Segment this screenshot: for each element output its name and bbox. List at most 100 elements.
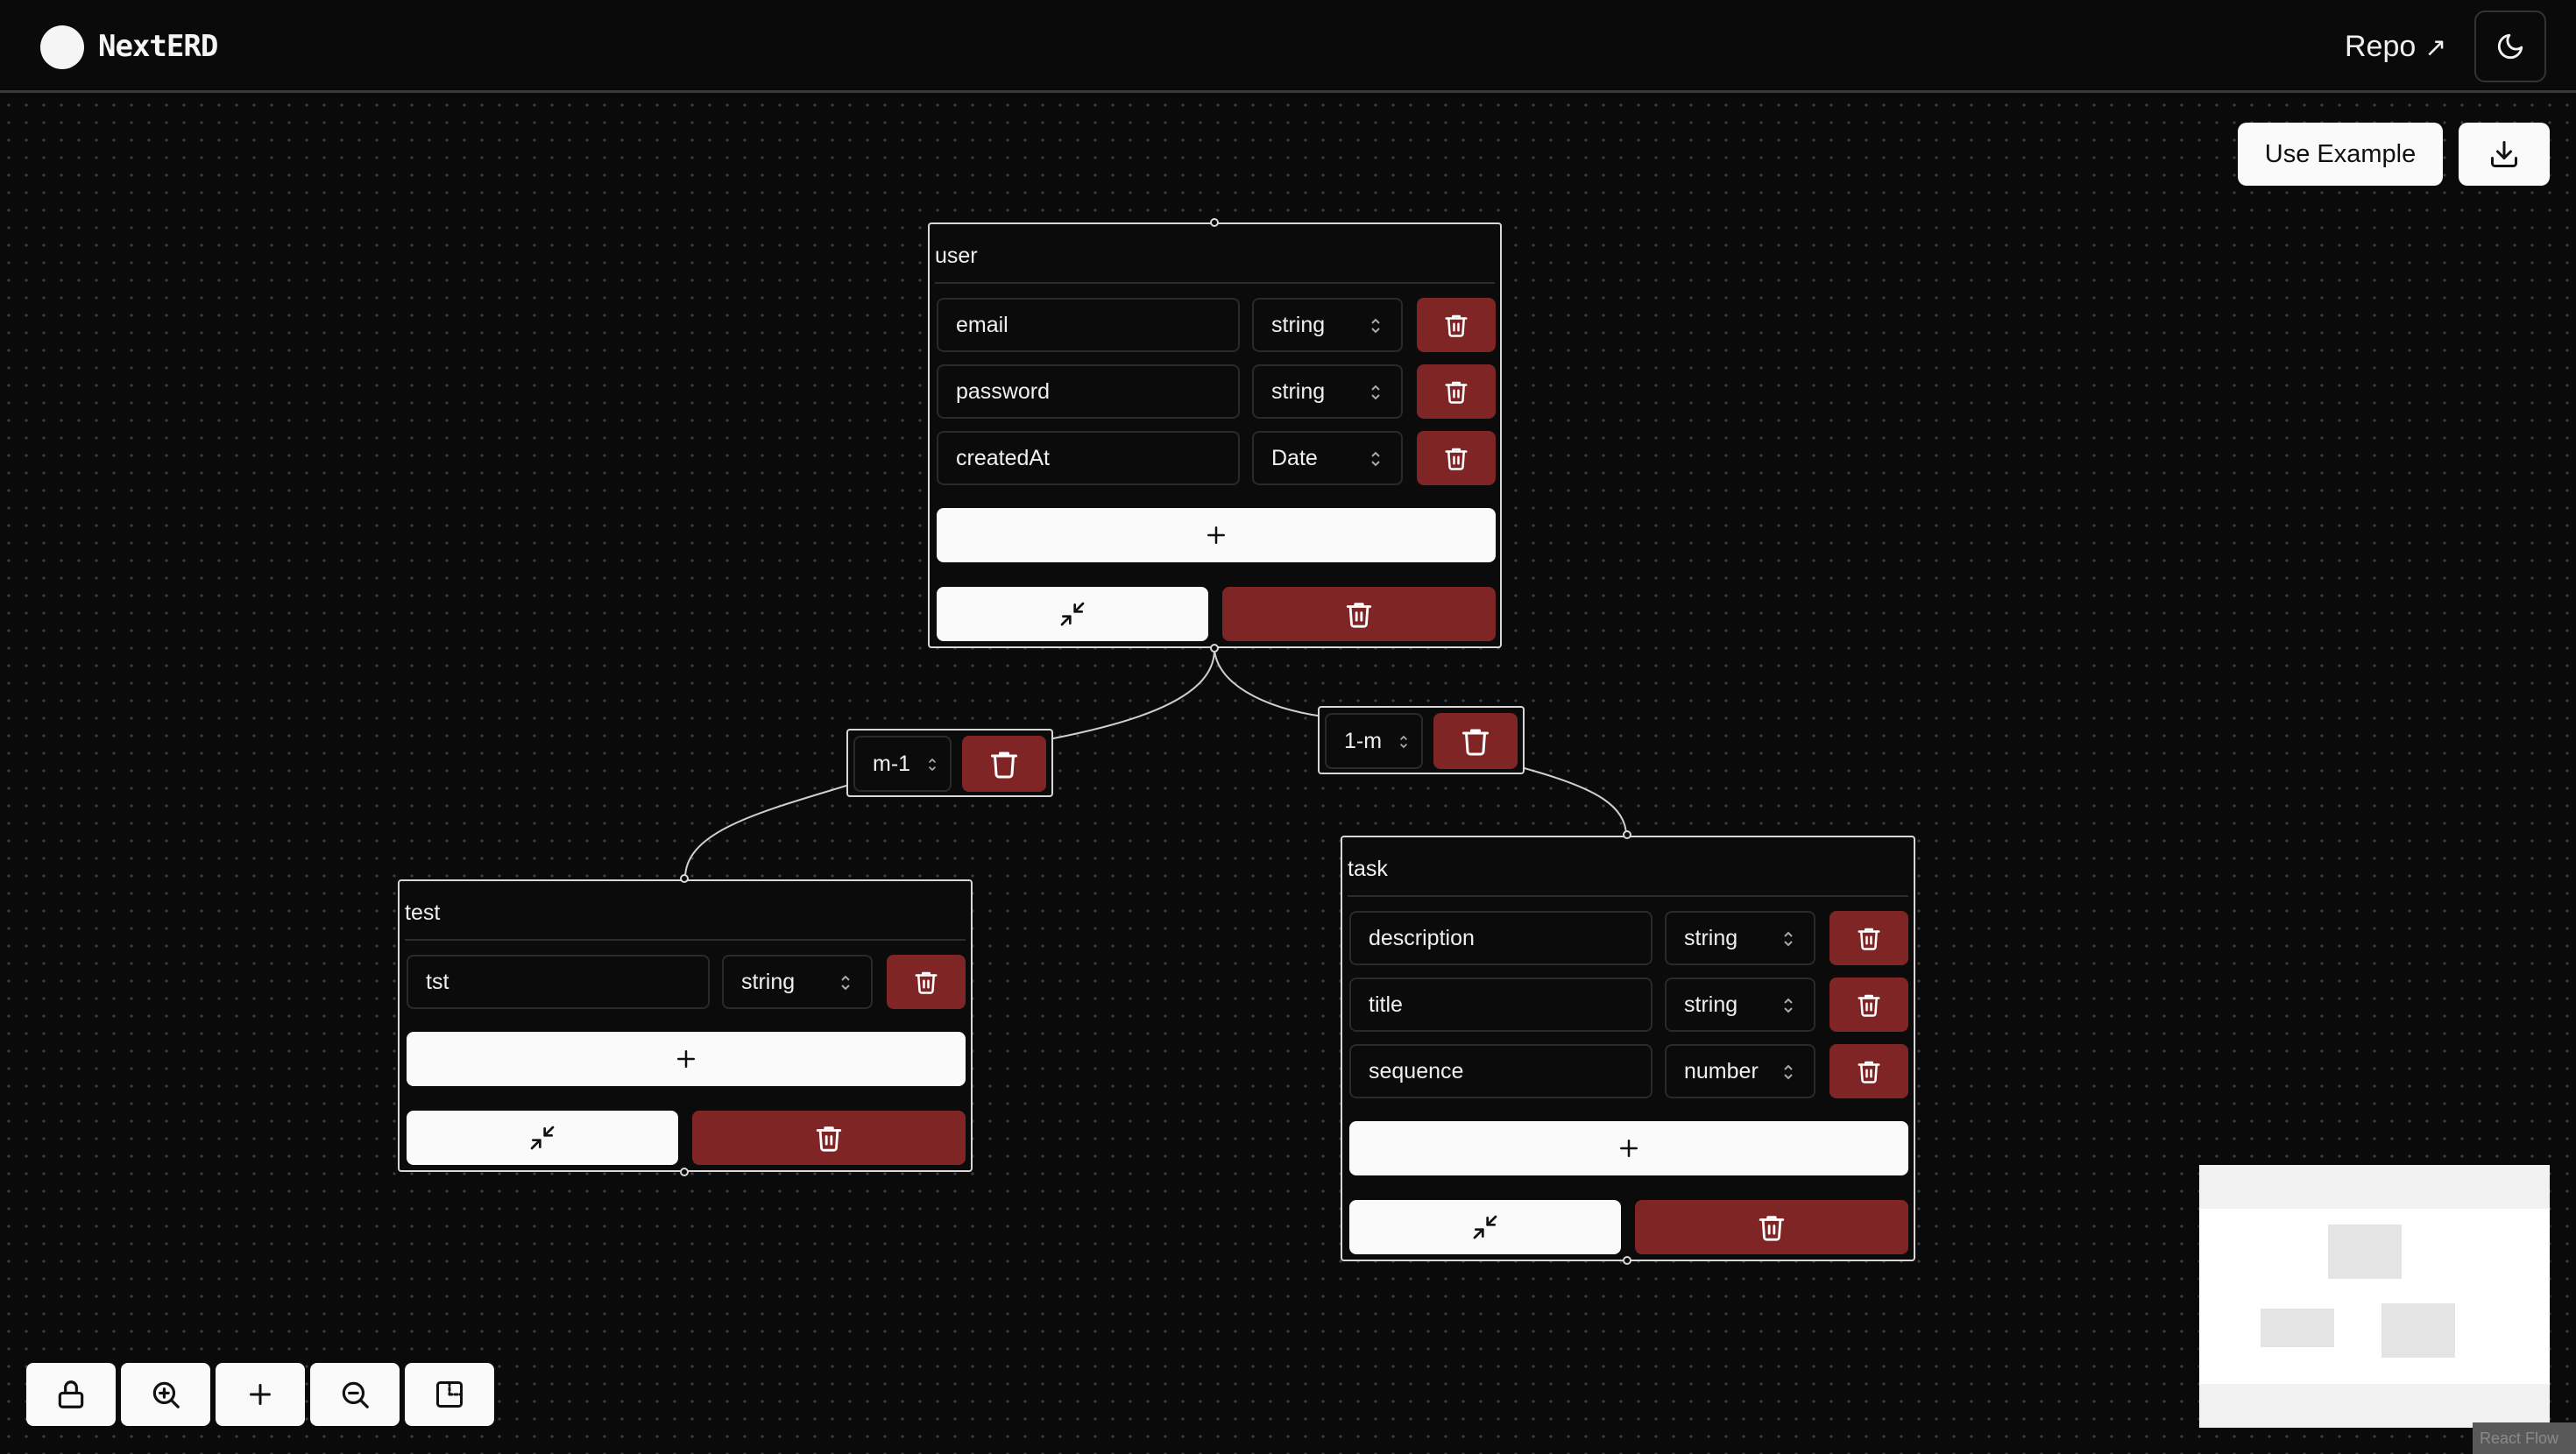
plus-icon	[1207, 526, 1225, 544]
field-type-value: string	[1684, 992, 1738, 1017]
app-header: NextERD Repo↗	[0, 0, 2576, 93]
field-type-select[interactable]: string	[1252, 298, 1403, 352]
moon-icon	[2497, 33, 2523, 60]
trash-icon	[816, 1126, 842, 1152]
field-type-value: string	[1271, 379, 1326, 404]
chevrons-up-down-icon	[1399, 735, 1408, 749]
delete-field-button[interactable]	[1417, 431, 1496, 485]
zoom-in-button[interactable]	[121, 1363, 210, 1426]
delete-relation-button[interactable]	[962, 736, 1046, 792]
chevrons-up-down-icon	[1371, 318, 1380, 334]
external-link-icon: ↗	[2424, 33, 2447, 62]
field-type-select[interactable]: string	[722, 955, 873, 1009]
chevrons-up-down-icon	[1784, 931, 1793, 947]
chevrons-up-down-icon	[1784, 998, 1793, 1013]
zoom-in-icon	[152, 1381, 180, 1408]
field-type-select[interactable]: string	[1665, 911, 1815, 965]
entity-title: test	[405, 900, 441, 925]
collapse-button[interactable]	[407, 1111, 678, 1165]
minimap-node-task	[2381, 1303, 2455, 1358]
chevrons-up-down-icon	[1371, 385, 1380, 400]
trash-icon	[1858, 1061, 1880, 1083]
minimize-icon	[530, 1126, 555, 1150]
chevrons-up-down-icon	[1371, 451, 1380, 467]
delete-field-button[interactable]	[1417, 298, 1496, 352]
field-name-input[interactable]: tst	[407, 955, 710, 1009]
delete-entity-button[interactable]	[692, 1111, 966, 1165]
add-entity-button[interactable]	[216, 1363, 305, 1426]
add-field-button[interactable]	[937, 508, 1496, 562]
delete-field-button[interactable]	[1417, 364, 1496, 419]
field-name-input[interactable]: sequence	[1349, 1044, 1652, 1098]
zoom-out-button[interactable]	[310, 1363, 400, 1426]
delete-field-button[interactable]	[1829, 978, 1908, 1032]
entity-node-test[interactable]: test tst string	[398, 879, 973, 1172]
delete-relation-button[interactable]	[1433, 713, 1518, 769]
minimap-viewport-mask	[2199, 1165, 2550, 1209]
delete-field-button[interactable]	[887, 955, 966, 1009]
delete-field-button[interactable]	[1829, 1044, 1908, 1098]
field-type-select[interactable]: Date	[1252, 431, 1403, 485]
field-name-input[interactable]: description	[1349, 911, 1652, 965]
trash-icon	[1445, 381, 1468, 404]
fit-view-button[interactable]	[405, 1363, 494, 1426]
delete-entity-button[interactable]	[1635, 1200, 1908, 1254]
chevrons-up-down-icon	[1784, 1064, 1793, 1080]
minimap-node-test	[2261, 1309, 2334, 1347]
trash-icon	[1346, 603, 1372, 628]
add-field-button[interactable]	[1349, 1121, 1908, 1175]
field-type-value: string	[1684, 926, 1738, 950]
trash-icon	[991, 752, 1017, 779]
collapse-button[interactable]	[937, 587, 1208, 641]
divider	[935, 282, 1495, 284]
connection-handle[interactable]	[1210, 644, 1219, 653]
entity-title: user	[935, 244, 978, 268]
add-field-button[interactable]	[407, 1032, 966, 1086]
attribution-link[interactable]: React Flow	[2473, 1422, 2576, 1454]
delete-field-button[interactable]	[1829, 911, 1908, 965]
plus-icon	[250, 1384, 271, 1405]
cardinality-value: m-1	[873, 752, 911, 776]
download-icon	[2491, 141, 2517, 167]
logo-icon	[40, 25, 84, 69]
field-name-input[interactable]: email	[937, 298, 1240, 352]
minimap-viewport-mask	[2199, 1384, 2550, 1428]
field-type-select[interactable]: string	[1665, 978, 1815, 1032]
minimap-node-user	[2328, 1225, 2402, 1279]
entity-node-task[interactable]: task description string title string seq…	[1341, 836, 1915, 1261]
plus-icon	[677, 1050, 695, 1068]
cardinality-select[interactable]: 1-m	[1325, 713, 1423, 769]
entity-node-user[interactable]: user email string password string create…	[928, 222, 1502, 648]
connection-handle[interactable]	[680, 874, 689, 883]
lock-button[interactable]	[26, 1363, 116, 1426]
minimap[interactable]	[2199, 1165, 2550, 1428]
collapse-button[interactable]	[1349, 1200, 1621, 1254]
repo-link[interactable]: Repo↗	[2345, 26, 2446, 68]
field-name-input[interactable]: createdAt	[937, 431, 1240, 485]
field-name-input[interactable]: title	[1349, 978, 1652, 1032]
use-example-label: Use Example	[2264, 139, 2417, 168]
connection-handle[interactable]	[1210, 218, 1219, 227]
connection-handle[interactable]	[1623, 1256, 1631, 1265]
minimize-icon	[1473, 1215, 1497, 1239]
divider	[1348, 895, 1908, 897]
download-button[interactable]	[2459, 123, 2550, 186]
field-type-select[interactable]: string	[1252, 364, 1403, 419]
canvas-controls	[26, 1363, 494, 1426]
delete-entity-button[interactable]	[1222, 587, 1496, 641]
field-type-value: number	[1684, 1059, 1759, 1083]
trash-icon	[915, 971, 938, 994]
cardinality-select[interactable]: m-1	[853, 736, 952, 792]
fit-view-icon	[436, 1381, 463, 1408]
connection-handle[interactable]	[680, 1168, 689, 1176]
use-example-button[interactable]: Use Example	[2238, 123, 2443, 186]
connection-handle[interactable]	[1623, 830, 1631, 839]
theme-toggle-button[interactable]	[2474, 11, 2546, 82]
field-name-input[interactable]: password	[937, 364, 1240, 419]
field-type-value: Date	[1271, 446, 1318, 470]
trash-icon	[1462, 729, 1489, 756]
minimize-icon	[1060, 602, 1085, 626]
field-type-select[interactable]: number	[1665, 1044, 1815, 1098]
repo-link-label: Repo	[2345, 30, 2417, 63]
